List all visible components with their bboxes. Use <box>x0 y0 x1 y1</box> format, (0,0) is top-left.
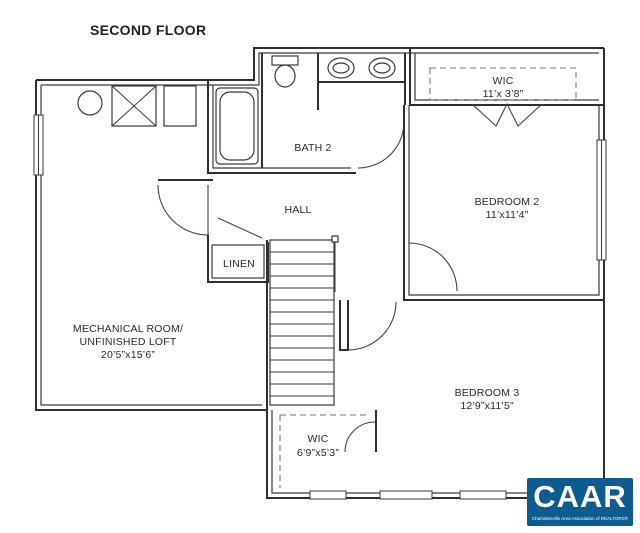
mechanical-label-line2: UNFINISHED LOFT <box>80 336 177 348</box>
wic-bottom-label: WIC <box>307 433 328 445</box>
hall-label: HALL <box>284 204 311 216</box>
bedroom2-dims: 11’x11’4” <box>486 209 529 221</box>
window-bedroom3-left <box>309 490 347 500</box>
linen-door-swing <box>217 217 263 239</box>
wic-top-walls <box>409 48 604 127</box>
logo-text: CAAR <box>533 479 627 514</box>
bedroom2-door-swing <box>408 242 458 292</box>
wic-bottom-dims: 6’9”x5’3” <box>297 447 339 459</box>
caar-logo: CAAR Charlottesville Area Association of… <box>527 478 633 526</box>
toilet-tank-icon <box>271 55 299 66</box>
hall-door-swing <box>157 184 209 236</box>
mechanical-room-walls <box>33 47 604 411</box>
mechanical-equipment <box>77 85 197 127</box>
bedroom3-dims: 12’9”x11’5” <box>460 400 514 412</box>
bedroom2-label: BEDROOM 2 <box>475 196 540 208</box>
wic-top-label: WIC <box>492 75 513 87</box>
wic-closet-doors <box>471 102 543 127</box>
bath2-label: BATH 2 <box>294 142 331 154</box>
wic-top-dims: 11’x 3’8” <box>483 88 524 100</box>
floor-title: SECOND FLOOR <box>90 22 206 38</box>
air-handler-icon <box>163 85 197 127</box>
bedroom2-walls <box>403 48 607 301</box>
bedroom3-door-swing <box>347 301 397 351</box>
water-heater-icon <box>77 90 103 116</box>
wic-bottom-walls <box>279 410 377 488</box>
logo-subtitle: Charlottesville Area Association of REAL… <box>531 516 629 521</box>
linen-label: LINEN <box>223 258 255 270</box>
window-bedroom3-mid <box>379 490 433 500</box>
mechanical-label-line3: 20’5”x15’6” <box>101 349 155 361</box>
bath2-walls <box>207 53 406 174</box>
bedroom3-label: BEDROOM 3 <box>455 387 520 399</box>
wic-bottom-door-swing <box>344 421 376 453</box>
mechanical-label-line1: MECHANICAL ROOM/ <box>73 323 183 335</box>
toilet-icon <box>274 64 296 88</box>
window-bedroom3-right <box>459 490 507 500</box>
bath-door-swing <box>357 121 405 169</box>
bedroom3-walls <box>266 240 605 500</box>
staircase <box>269 235 339 406</box>
